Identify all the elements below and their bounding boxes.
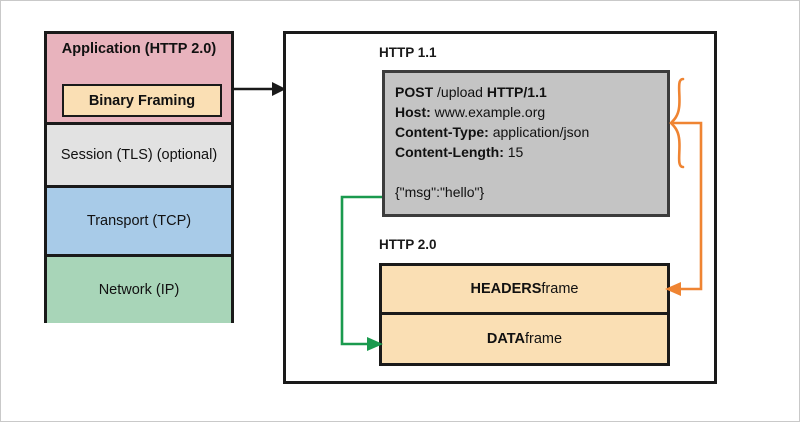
header-value: application/json: [492, 124, 590, 140]
binary-framing-box: Binary Framing: [62, 84, 222, 117]
data-frame-row: DATA frame: [382, 315, 667, 364]
http20-section-label: HTTP 2.0: [379, 237, 437, 252]
stack-layer-session: Session (TLS) (optional): [47, 122, 231, 188]
http11-header-content-type: Content-Type: application/json: [395, 122, 667, 142]
request-method: POST: [395, 84, 434, 100]
http11-header-content-length: Content-Length: 15: [395, 142, 667, 162]
data-frame-name: DATA: [486, 330, 526, 347]
http11-section-label: HTTP 1.1: [379, 45, 437, 60]
stack-layer-transport-label: Transport (TCP): [86, 213, 192, 229]
header-name: Host:: [395, 104, 431, 120]
header-value: www.example.org: [434, 104, 546, 120]
request-version: HTTP/1.1: [486, 84, 547, 100]
stack-layer-transport: Transport (TCP): [47, 188, 231, 257]
http11-request-line: POST /upload HTTP/1.1: [395, 82, 667, 102]
data-frame-suffix: frame: [525, 330, 563, 347]
request-path: /upload: [437, 84, 483, 100]
stack-layer-network: Network (IP): [47, 257, 231, 323]
http11-header-host: Host: www.example.org: [395, 102, 667, 122]
stack-to-panel-arrow-icon: [234, 82, 286, 96]
header-name: Content-Type:: [395, 124, 489, 140]
stack-layer-session-label: Session (TLS) (optional): [60, 147, 218, 163]
binary-framing-label: Binary Framing: [88, 92, 196, 109]
protocol-stack: Application (HTTP 2.0) Binary Framing Se…: [44, 31, 234, 323]
header-value: 15: [507, 144, 524, 160]
http11-message-body: {"msg":"hello"}: [395, 184, 485, 200]
http11-message-box: POST /upload HTTP/1.1 Host: www.example.…: [382, 70, 670, 217]
stack-layer-application-label: Application (HTTP 2.0): [61, 41, 217, 57]
header-name: Content-Length:: [395, 144, 504, 160]
stack-layer-network-label: Network (IP): [98, 282, 180, 298]
http20-frames-box: HEADERS frame DATA frame: [379, 263, 670, 366]
headers-frame-suffix: frame: [541, 280, 579, 297]
headers-frame-row: HEADERS frame: [382, 266, 667, 315]
headers-frame-name: HEADERS: [470, 280, 542, 297]
